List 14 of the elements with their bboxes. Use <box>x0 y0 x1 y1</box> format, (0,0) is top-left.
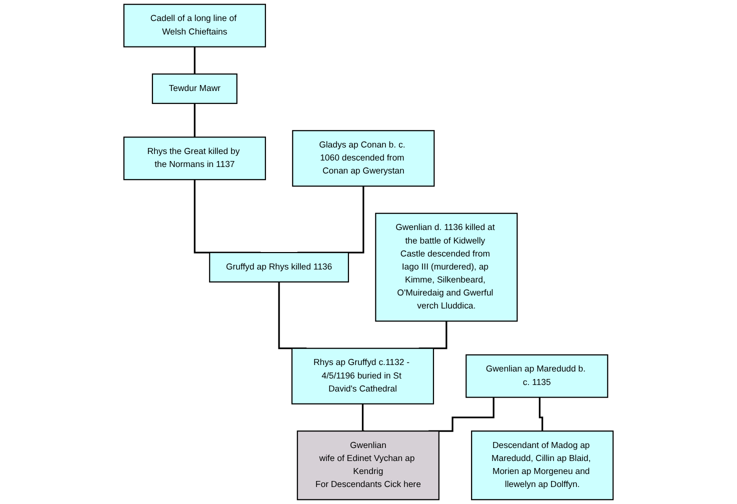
node-box: Descendant of Madog ap Maredudd, Cillin ap Blaid, Morien ap Morgeneu and llewelyn ap Dolffyn. <box>471 430 614 500</box>
node-box: Rhys ap Gruffyd c.1132 - 4/5/1196 buried in St David's Cathedral <box>291 348 434 404</box>
node-box: Gwenlian d. 1136 killed at the battle of Kidwelly Castle descended from Iago III (murdered), ap Kimme, Silkenbeard, O'Muiredaig and Gwerful verch Lluddica. <box>375 212 518 322</box>
node-box: Gwenlian ap Maredudd b. c. 1135 <box>466 354 608 398</box>
node-box: Rhys the Great killed by the Normans in 1137 <box>123 136 266 180</box>
connector <box>362 404 364 432</box>
node-box: Gruffyd ap Rhys killed 1136 <box>209 252 349 282</box>
node-box: Tewdur Mawr <box>152 73 238 104</box>
node-box: Gladys ap Conan b. c. 1060 descended from Conan ap Gwerystan <box>292 130 435 187</box>
connector <box>538 397 544 432</box>
node-box: Gwenlian wife of Edinet Vychan ap Kendrig For Descendants Cick here <box>296 430 440 500</box>
connector <box>194 46 196 75</box>
connector <box>194 103 196 138</box>
node-box: Cadell of a long line of Welsh Chieftains <box>123 4 266 48</box>
